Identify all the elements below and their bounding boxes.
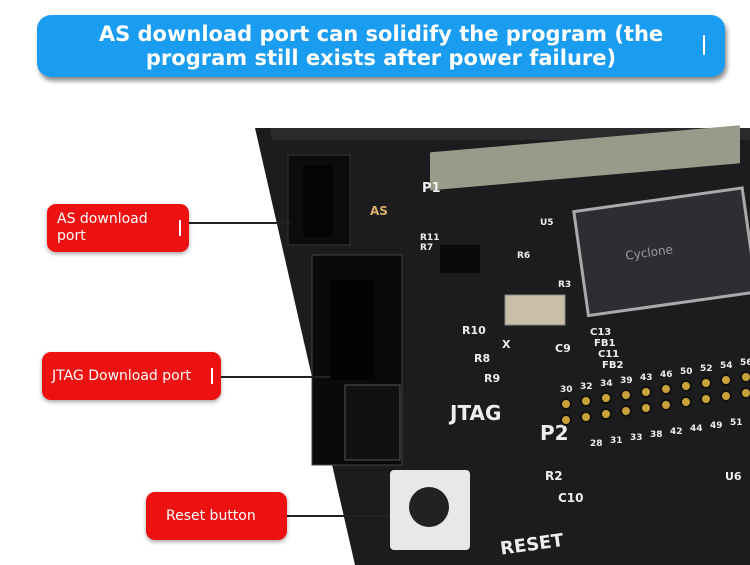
p2-pin-label: 51 [730, 418, 743, 428]
p2-pin [700, 393, 712, 405]
silk-r11: R11 [420, 233, 439, 243]
p2-pin [740, 387, 750, 399]
banner-accent [703, 35, 705, 55]
jtag-callout-line [218, 376, 330, 378]
silk-u6: U6 [725, 470, 742, 483]
p2-pin-label: 44 [690, 424, 703, 434]
p2-pin [580, 395, 592, 407]
silk-u5: U5 [540, 218, 554, 228]
p2-pin-label: 38 [650, 430, 663, 440]
reset-callout-line [285, 515, 390, 517]
p2-pin [600, 392, 612, 404]
p2-pin-label: 32 [580, 382, 593, 392]
p2-pin [560, 414, 572, 426]
p2-pin-label: 56 [740, 358, 750, 368]
p2-pin [600, 408, 612, 420]
p2-header: 30 32 34 39 43 46 50 52 54 56 28 31 33 38 42 44 49 51 [560, 358, 750, 449]
callout-reset-text: Reset button [166, 507, 256, 524]
silk-c13: C13 [590, 327, 611, 338]
config-eeprom-chip [440, 245, 480, 273]
p2-pin [740, 371, 750, 383]
silk-r8: R8 [474, 352, 490, 365]
silk-fb1: FB1 [594, 338, 615, 349]
silk-p1: P1 [422, 181, 441, 196]
p2-pin-label: 30 [560, 385, 573, 395]
callout-jtag-port-text: JTAG Download port [52, 367, 191, 384]
p2-pin [640, 386, 652, 398]
p2-pin-label: 46 [660, 370, 673, 380]
p2-pin [680, 396, 692, 408]
p2-pin [700, 377, 712, 389]
silk-r3: R3 [558, 280, 571, 290]
p2-pin-label: 33 [630, 433, 643, 443]
p2-pin-label: 54 [720, 361, 733, 371]
silk-r10: R10 [462, 324, 486, 337]
p2-pin-label: 49 [710, 421, 723, 431]
p2-pin [640, 402, 652, 414]
silk-r2: R2 [545, 469, 563, 483]
p2-pin-label: 43 [640, 373, 653, 383]
p2-pin-label: 34 [600, 379, 613, 389]
banner-text: AS download port can solidify the progra… [98, 22, 664, 70]
p2-pin-label: 50 [680, 367, 693, 377]
silk-x: X [502, 338, 511, 351]
callout-as-port-text: AS download port [57, 211, 148, 244]
callout-as-port: AS download port [47, 204, 189, 252]
p2-pin [660, 399, 672, 411]
title-banner: AS download port can solidify the progra… [37, 15, 725, 77]
p2-pin-label: 52 [700, 364, 713, 374]
silk-c10: C10 [558, 491, 584, 505]
p2-pin [580, 411, 592, 423]
p2-pin-label: 31 [610, 436, 623, 446]
silk-fb2: FB2 [602, 360, 623, 371]
silk-r7: R7 [420, 243, 433, 253]
fpga-chip [572, 186, 750, 318]
silk-c11: C11 [598, 349, 619, 360]
p2-pin [680, 380, 692, 392]
callout-jtag-port: JTAG Download port [42, 352, 221, 400]
p2-pin-label: 28 [590, 439, 603, 449]
p2-pin-label: 42 [670, 427, 683, 437]
p2-pin [560, 398, 572, 410]
p2-pin [720, 374, 732, 386]
callout-reset-button: Reset button [146, 492, 287, 540]
p2-pin [620, 405, 632, 417]
p1-header [430, 125, 740, 191]
p2-pin [620, 389, 632, 401]
p2-pin-label: 39 [620, 376, 633, 386]
p2-pin [720, 390, 732, 402]
silk-r9: R9 [484, 372, 500, 385]
silk-jtag: JTAG [448, 401, 501, 425]
as-callout-line [185, 222, 290, 224]
crystal-oscillator [504, 294, 566, 326]
silk-as: AS [370, 204, 388, 218]
reset-button-cap [409, 487, 449, 527]
chip-marking: Cyclone [625, 242, 674, 263]
p2-pin [660, 383, 672, 395]
silk-c9: C9 [555, 342, 571, 355]
silk-r6: R6 [517, 251, 530, 261]
